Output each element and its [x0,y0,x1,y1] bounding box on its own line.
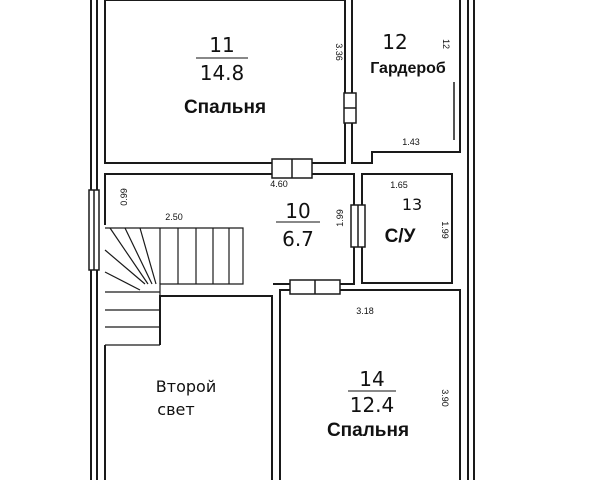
room-name: Спальня [327,420,409,441]
dim-bedroom-bottom-width: 3.18 [356,306,374,316]
room-name-line1: Второй [156,377,216,396]
room-wardrobe: 12 Гардероб [366,30,446,80]
room-bedroom-top: 11 14.8 Спальня [184,33,266,118]
room-second-light: Второй свет [156,377,216,419]
dim-hall-left: 0.99 [119,188,129,206]
room-number: 11 [209,33,234,57]
room-area: 12.4 [350,393,395,417]
room-number: 13 [402,195,422,214]
room-name: С/У [385,226,416,247]
room-hall: 10 6.7 [276,199,320,251]
dim-bedroom-top-height: 3.36 [334,43,344,61]
dim-stair-width: 2.50 [165,212,183,222]
bedroom-top-outline [104,0,346,164]
room-bathroom: 13 С/У [372,195,428,250]
room-area: 14.8 [200,61,245,85]
room-area: 6.7 [282,227,314,251]
room-name: Гардероб [370,60,446,77]
dimensions: 4.60 3.36 1.43 12 1.65 1.99 1.99 0.99 2.… [119,39,451,407]
doors [88,92,366,295]
dim-bath-height: 1.99 [440,221,450,239]
dim-bedroom-top-width: 4.60 [270,179,288,189]
staircase [104,227,244,346]
dim-bedroom-bottom-height: 3.90 [440,389,450,407]
room-name: Спальня [184,97,266,118]
dim-hall-height: 1.99 [335,209,345,227]
room-number: 10 [285,199,310,223]
room-bedroom-bottom: 14 12.4 Спальня [315,367,425,442]
bedroom-bottom-outline [279,289,461,480]
walls [90,0,475,480]
room-name-line2: свет [157,400,194,419]
dim-wardrobe-width: 1.43 [402,137,420,147]
dim-wardrobe-height: 12 [441,39,451,49]
dim-bath-width: 1.65 [390,180,408,190]
wardrobe-outline [351,0,461,164]
room-number: 14 [359,367,384,391]
